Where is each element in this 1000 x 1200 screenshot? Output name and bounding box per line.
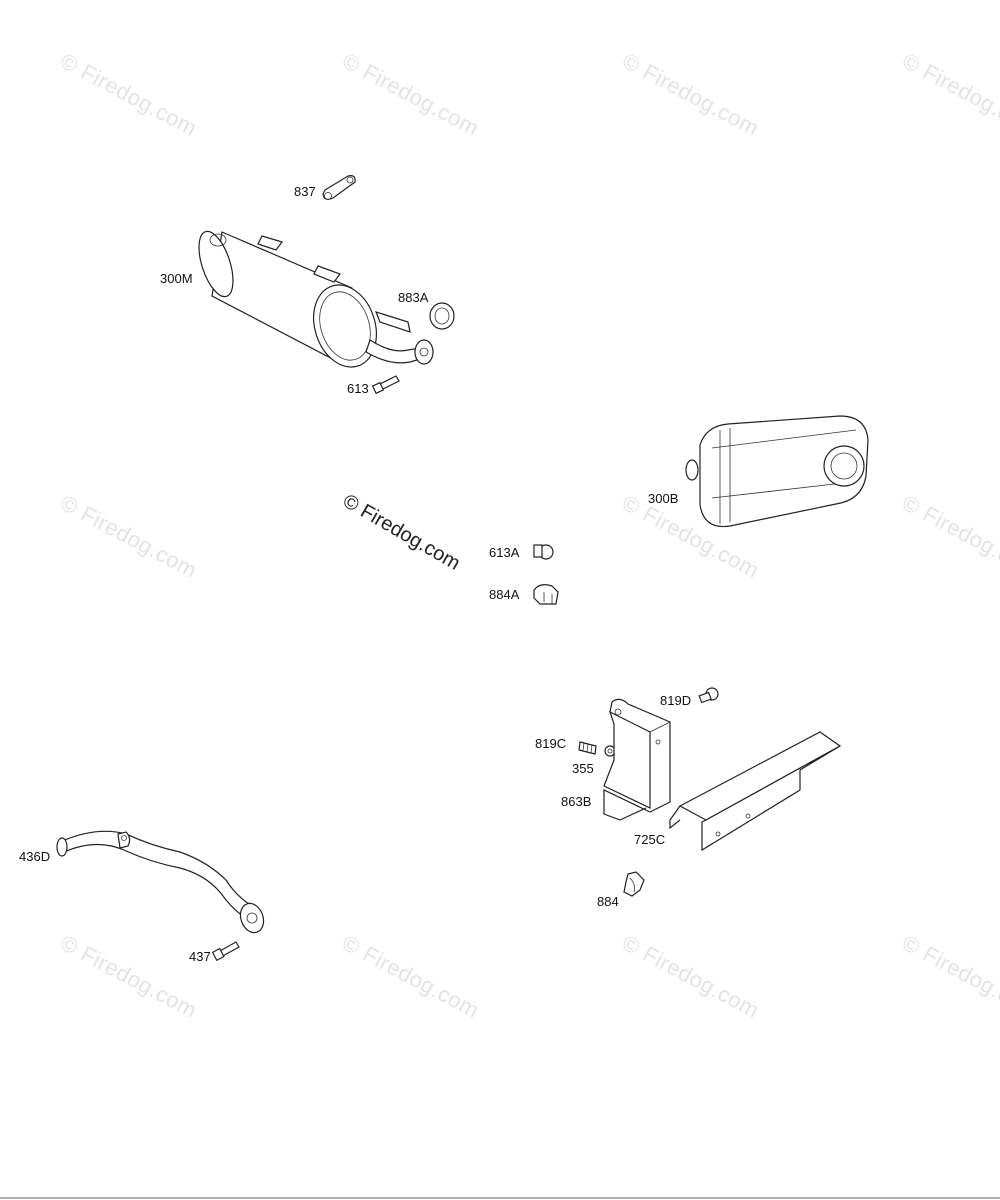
label-884: 884 [597, 894, 619, 909]
label-883A: 883A [398, 290, 429, 305]
label-725C: 725C [634, 832, 666, 847]
part-613-screw [371, 375, 400, 395]
label-819C: 819C [535, 736, 567, 751]
label-613A: 613A [489, 545, 520, 560]
label-884A: 884A [489, 587, 520, 602]
label-300B: 300B [648, 491, 679, 506]
part-883A-gasket [429, 302, 455, 330]
label-355: 355 [572, 761, 594, 776]
label-863B: 863B [561, 794, 592, 809]
label-837: 837 [294, 184, 316, 199]
part-436D-pipe [56, 830, 265, 934]
part-884-clamp [623, 871, 645, 897]
part-863B-bracket [603, 698, 671, 821]
part-613A-screw [533, 544, 554, 560]
label-819D: 819D [660, 693, 692, 708]
part-837-bracket [322, 175, 356, 200]
part-300B-muffler [685, 415, 869, 528]
label-436D: 436D [19, 849, 51, 864]
part-300M-muffler [198, 230, 434, 368]
part-819D-screw [698, 687, 719, 704]
label-437: 437 [189, 949, 211, 964]
part-725C-shield [669, 731, 842, 852]
part-437-screw [211, 941, 240, 962]
label-300M: 300M [160, 271, 193, 286]
part-819C-screw [578, 741, 597, 755]
label-613: 613 [347, 381, 369, 396]
part-884A-clamp [533, 584, 559, 605]
